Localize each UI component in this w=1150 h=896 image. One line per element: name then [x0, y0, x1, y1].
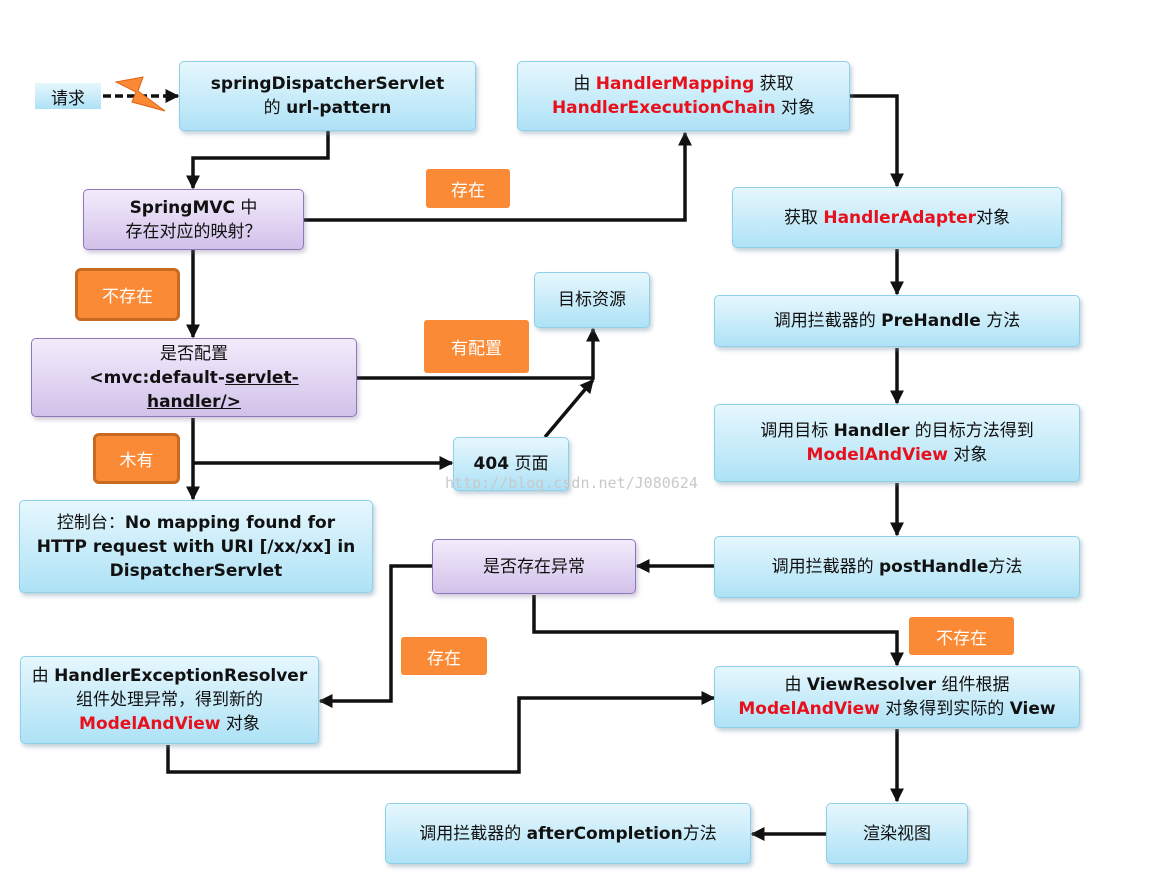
label-exists-2: 存在 [401, 637, 487, 675]
dispatcher-servlet-node: springDispatcherServlet 的 url-pattern [179, 61, 476, 131]
label-none: 木有 [93, 433, 180, 484]
posthandle-node: 调用拦截器的 postHandle方法 [714, 536, 1080, 598]
prehandle-text: 调用拦截器的 PreHandle 方法 [773, 311, 1021, 331]
springmvc-line1: SpringMVC 中 [129, 197, 258, 218]
watermark: http://blog.csdn.net/J080624 [445, 474, 698, 492]
dispatcher-line1: springDispatcherServlet [210, 74, 445, 94]
arrow-mapping-to-adapter [850, 94, 904, 188]
page-404-node: 404 页面 [453, 437, 569, 491]
handler-mapping-line2: HandlerExecutionChain 对象 [551, 98, 816, 118]
exception-resolver-node: 由 HandlerExceptionResolver 组件处理异常，得到新的 M… [20, 656, 319, 744]
invoke-handler-line1: 调用目标 Handler 的目标方法得到 [760, 421, 1034, 441]
arrow-dispatcher-to-springmvc [186, 130, 330, 190]
target-resource-node: 目标资源 [534, 272, 650, 328]
console-line2: HTTP request with URI [/xx/xx] in [36, 536, 356, 557]
handler-mapping-line1: 由 HandlerMapping 获取 [573, 74, 794, 94]
posthandle-text: 调用拦截器的 postHandle方法 [771, 557, 1023, 577]
page-404-text: 404 页面 [473, 454, 549, 474]
view-resolver-node: 由 ViewResolver 组件根据 ModelAndView 对象得到实际的… [714, 666, 1080, 728]
target-resource-text: 目标资源 [558, 290, 626, 310]
handler-mapping-node: 由 HandlerMapping 获取 HandlerExecutionChai… [517, 61, 850, 131]
request-label: 请求 [35, 83, 101, 109]
default-servlet-line1: 是否配置 [160, 343, 228, 364]
label-exists-1: 存在 [426, 169, 510, 208]
exception-check-node: 是否存在异常 [432, 539, 636, 594]
exception-resolver-line3: ModelAndView 对象 [79, 714, 260, 734]
label-not-exists-2: 不存在 [909, 617, 1014, 655]
springmvc-line2: 存在对应的映射？ [125, 221, 262, 242]
console-error-node: 控制台：No mapping found for HTTP request wi… [19, 500, 373, 593]
console-line1: 控制台：No mapping found for [56, 512, 336, 533]
springmvc-mapping-check-node: SpringMVC 中 存在对应的映射？ [83, 189, 304, 250]
render-view-text: 渲染视图 [863, 823, 931, 844]
label-configured: 有配置 [424, 320, 529, 373]
exception-resolver-line1: 由 HandlerExceptionResolver [31, 666, 308, 686]
arrow-exception-to-resolver [318, 564, 432, 708]
arrow-resolver-to-viewresolver [166, 691, 716, 774]
console-line3: DispatcherServlet [109, 560, 283, 581]
after-completion-node: 调用拦截器的 afterCompletion方法 [385, 803, 751, 864]
view-resolver-line1: 由 ViewResolver 组件根据 [784, 675, 1010, 695]
arrow-default-to-target [357, 327, 600, 380]
exception-resolver-line2: 组件处理异常，得到新的 [76, 690, 263, 710]
prehandle-node: 调用拦截器的 PreHandle 方法 [714, 295, 1080, 347]
invoke-handler-line2: ModelAndView 对象 [806, 445, 988, 465]
arrow-404-to-target [543, 378, 595, 439]
default-servlet-handler-check-node: 是否配置 <mvc:default-servlet- handler/> [31, 338, 357, 417]
label-not-exists-1: 不存在 [75, 268, 180, 321]
arrow-noexception-to-viewresolver [532, 595, 904, 667]
view-resolver-line2: ModelAndView 对象得到实际的 View [738, 699, 1056, 719]
exception-check-text: 是否存在异常 [483, 556, 585, 577]
get-adapter-text: 获取 HandlerAdapter对象 [783, 207, 1011, 228]
render-view-node: 渲染视图 [826, 803, 968, 864]
default-servlet-line2: <mvc:default-servlet- [89, 367, 299, 388]
arrow-exists-to-mapping [304, 131, 692, 222]
dispatcher-line2: 的 url-pattern [263, 98, 392, 118]
get-handler-adapter-node: 获取 HandlerAdapter对象 [732, 187, 1062, 248]
lightning-icon [114, 76, 166, 112]
default-servlet-line3: handler/> [146, 391, 242, 412]
after-completion-text: 调用拦截器的 afterCompletion方法 [419, 823, 717, 844]
invoke-handler-node: 调用目标 Handler 的目标方法得到 ModelAndView 对象 [714, 404, 1080, 482]
